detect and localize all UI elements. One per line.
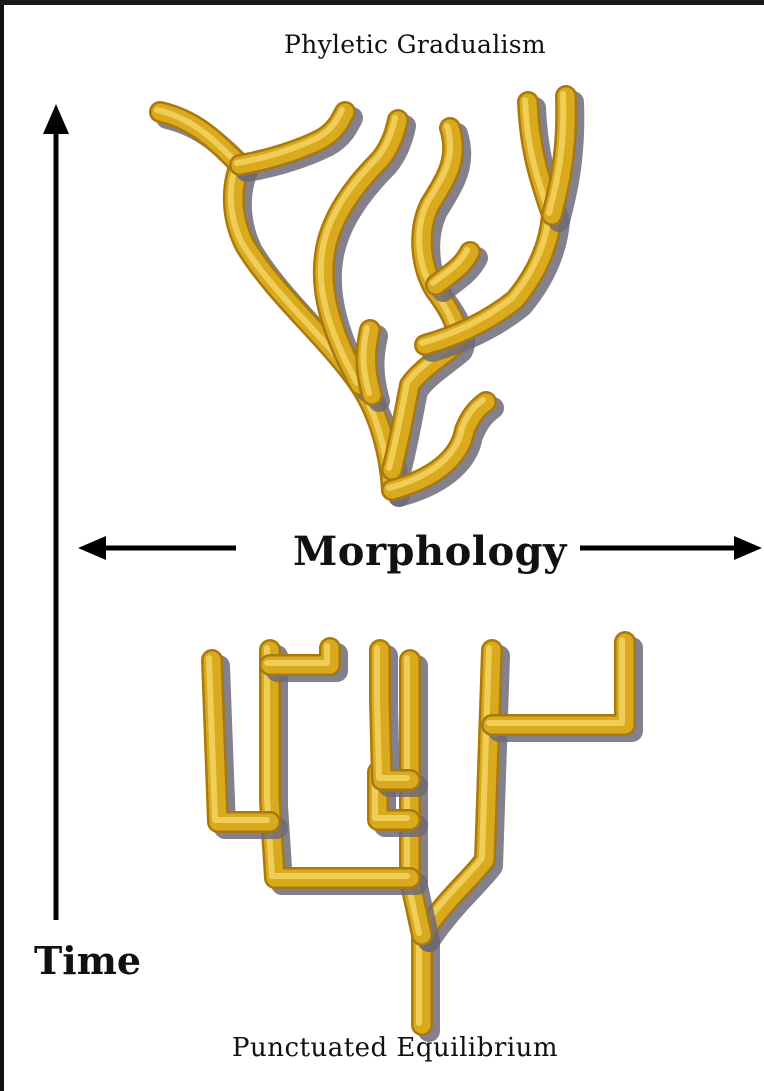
gradual-branch-9 [549,94,573,221]
phyletic-gradualism-tree [157,94,573,496]
gradual-branch-5 [363,328,379,401]
punctuated-branch-2 [419,648,499,941]
punctuated-branch-3 [489,640,632,731]
punctuated-equilibrium-tree [209,640,632,1031]
time-axis-arrow [43,104,69,920]
gradual-branch-3 [237,110,352,171]
punctuated-branch-4 [407,658,429,941]
morphology-left-arrow [78,536,236,560]
morphology-right-arrow [580,536,762,560]
gradual-branch-6 [389,126,464,476]
